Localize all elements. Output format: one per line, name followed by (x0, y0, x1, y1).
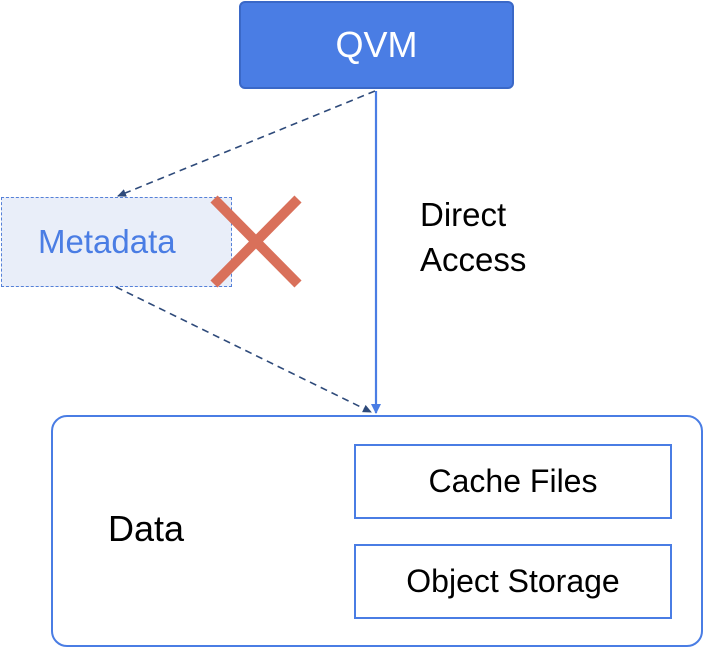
direct-access-line1: Direct (420, 196, 507, 233)
cache-files-node: Cache Files (354, 444, 672, 519)
data-label: Data (108, 508, 185, 549)
cache-files-label: Cache Files (428, 463, 598, 499)
direct-access-label: Direct Access (420, 192, 526, 282)
metadata-node: Metadata (1, 197, 232, 287)
direct-access-line2: Access (420, 241, 527, 278)
object-storage-node: Object Storage (354, 544, 672, 619)
qvm-node: QVM (239, 1, 514, 89)
qvm-label: QVM (335, 24, 418, 65)
qvm-to-metadata-dashed-arrow (117, 90, 376, 197)
metadata-label: Metadata (38, 223, 176, 260)
object-storage-label: Object Storage (406, 563, 620, 599)
